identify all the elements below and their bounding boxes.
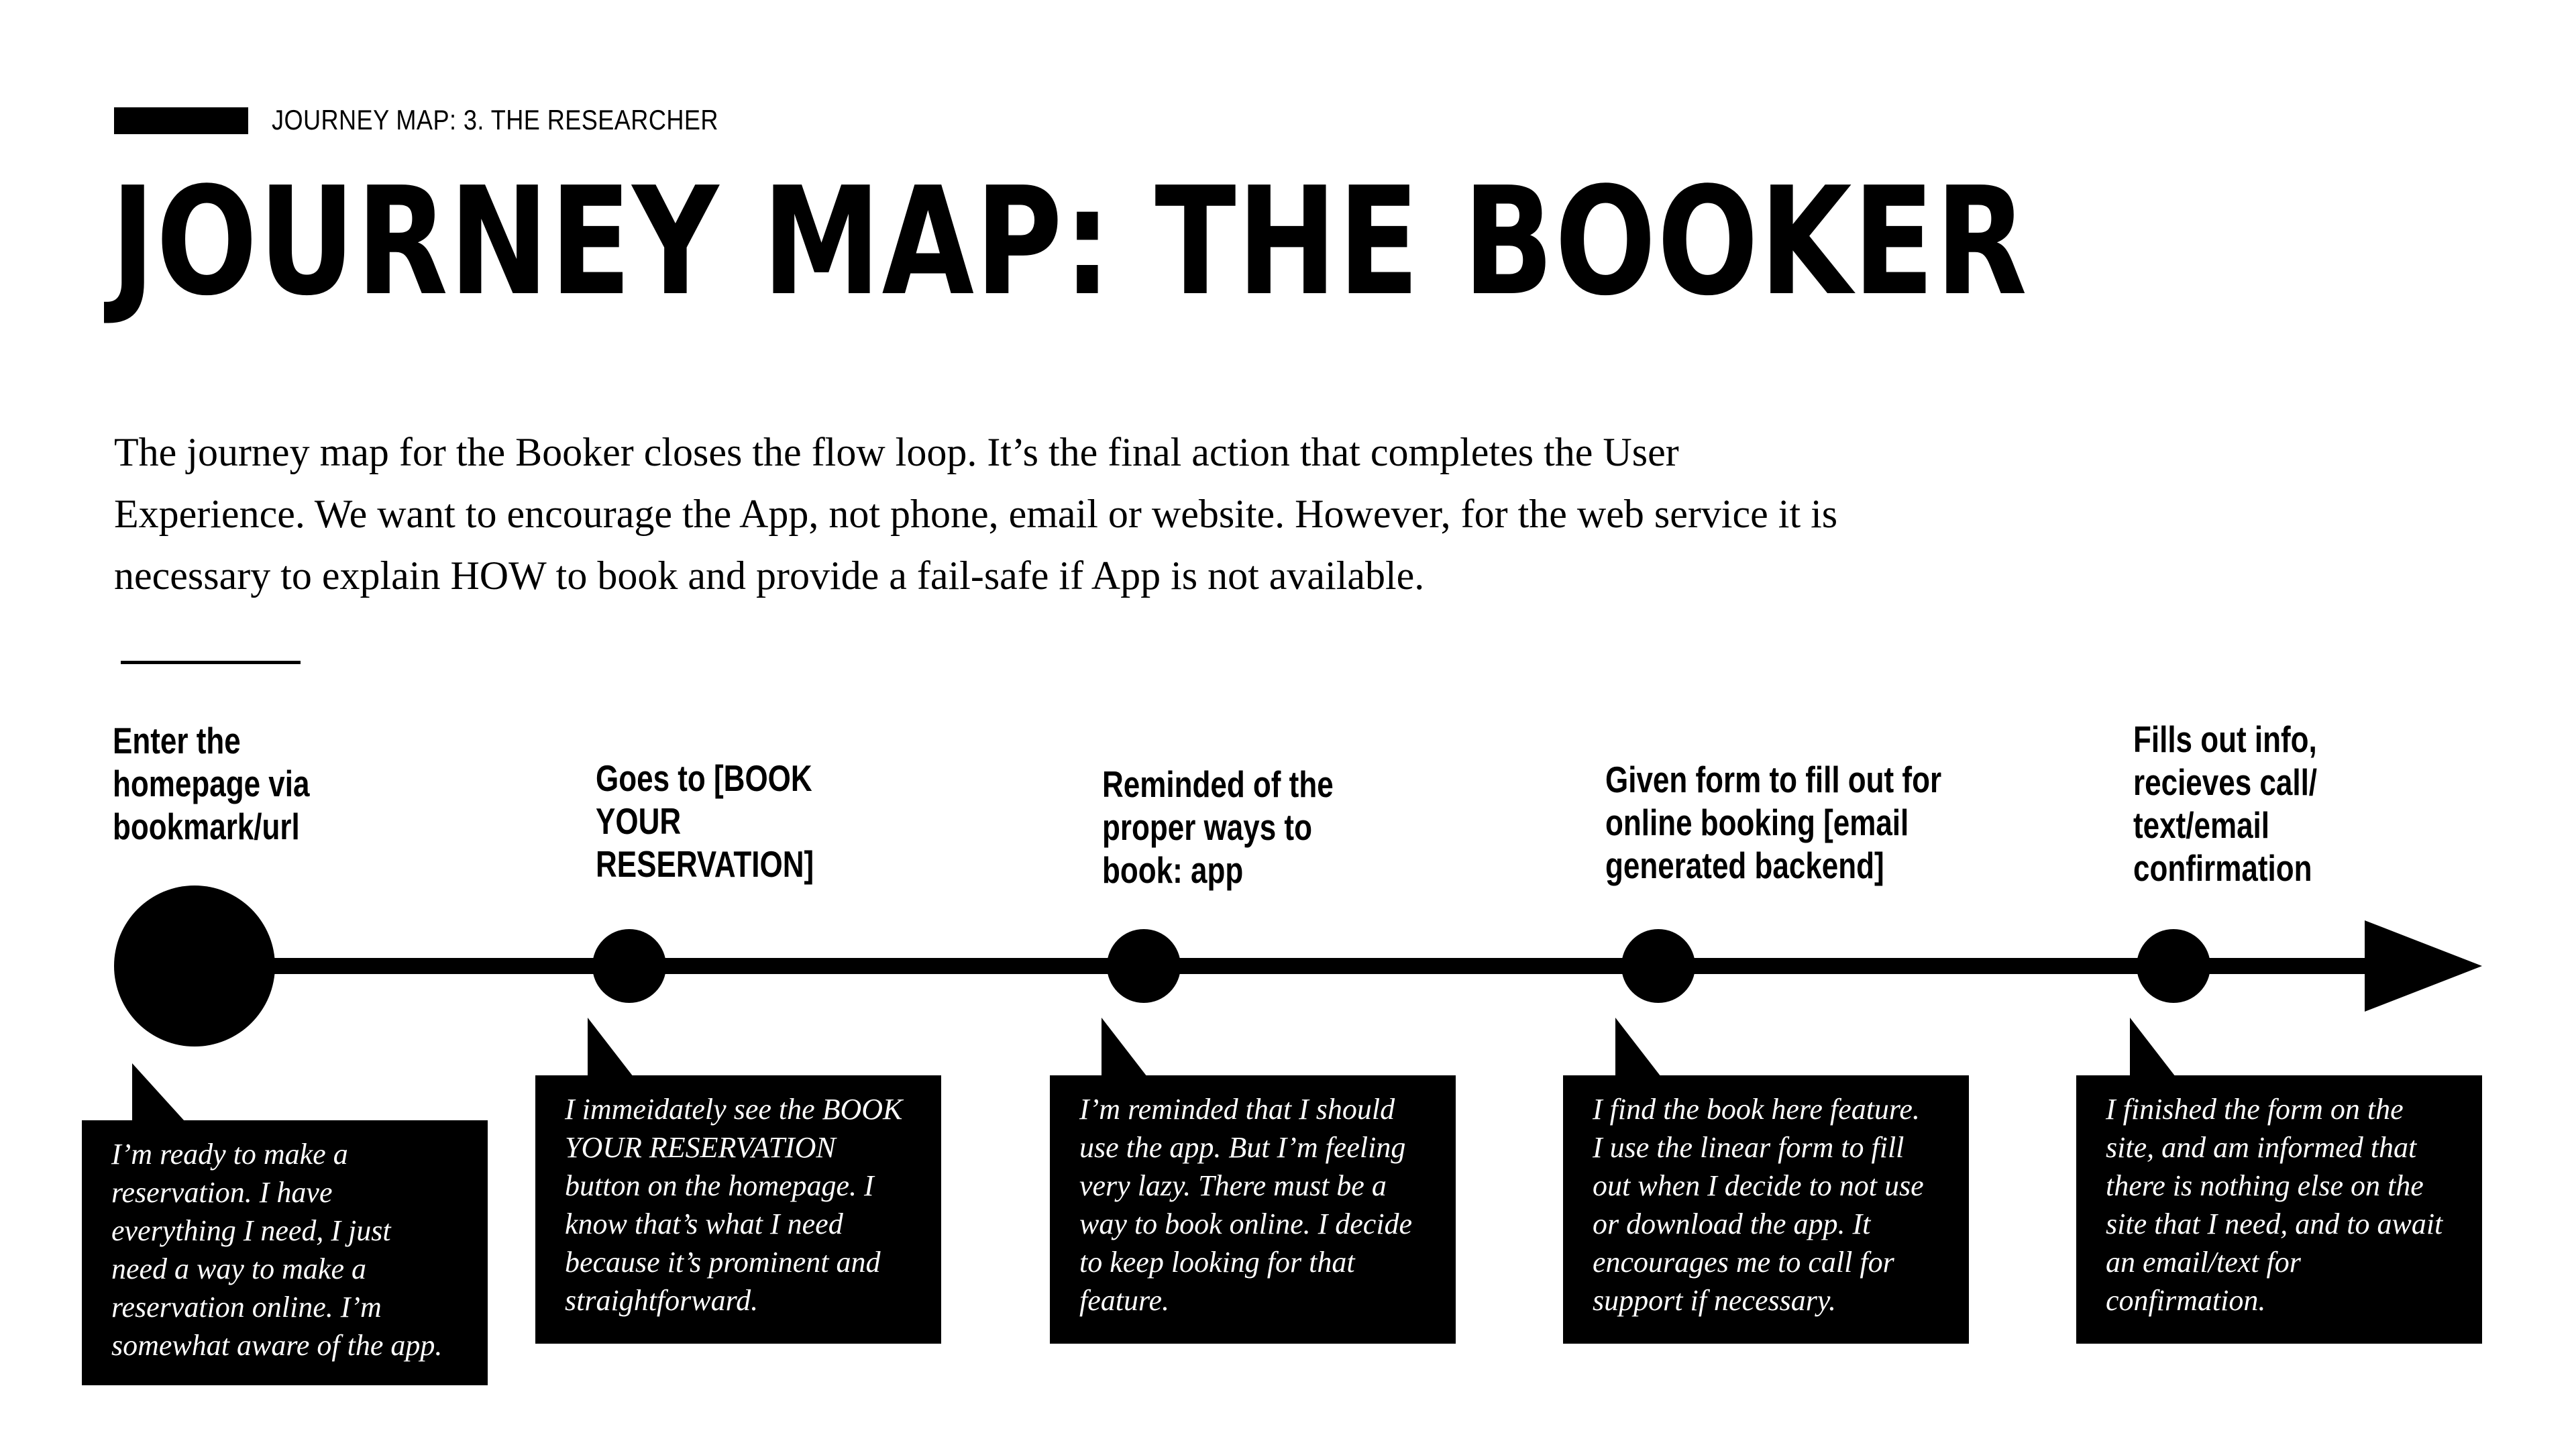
quote-line: confirmation. — [2106, 1284, 2266, 1317]
stage-label-3: Reminded of the proper ways to book: app — [1102, 763, 1334, 892]
quote-line: very lazy. There must be a — [1079, 1169, 1387, 1202]
callout-tail — [1102, 1018, 1147, 1077]
stage-label-2: Goes to [BOOK YOUR RESERVATION] — [596, 757, 814, 885]
quote-box-5: I finished the form on the site, and am … — [2076, 1075, 2482, 1344]
stage-label-line: Fills out info, — [2133, 718, 2317, 760]
stage-label-line: YOUR — [596, 800, 682, 842]
quote-line: out when I decide to not use — [1593, 1169, 1924, 1202]
quote-box-3: I’m reminded that I should use the app. … — [1050, 1075, 1456, 1344]
stage-label-line: recieves call/ — [2133, 761, 2318, 803]
stage-label-line: generated backend] — [1605, 845, 1884, 886]
quote-line: I’m ready to make a — [111, 1138, 348, 1171]
quote-line: because it’s prominent and — [565, 1246, 881, 1279]
quote-line: somewhat aware of the app. — [111, 1329, 443, 1362]
stage-label-line: online booking [email — [1605, 802, 1909, 843]
quote-line: straightforward. — [565, 1284, 759, 1317]
stage-label-line: Given form to fill out for — [1605, 759, 1942, 800]
page-title: JOURNEY MAP: THE BOOKER — [111, 156, 2029, 329]
callout-tail — [588, 1018, 633, 1077]
quote-line: reservation. I have — [111, 1176, 333, 1209]
quote-line: use the app. But I’m feeling — [1079, 1131, 1406, 1164]
callout-tail — [1615, 1018, 1661, 1077]
quote-line: site that I need, and to await — [2106, 1208, 2443, 1240]
stage-label-line: confirmation — [2133, 847, 2312, 889]
quote-line: or download the app. It — [1593, 1208, 1871, 1240]
timeline-line — [255, 958, 2375, 974]
stage-label-line: Goes to [BOOK — [596, 757, 812, 799]
section-kicker: JOURNEY MAP: 3. THE RESEARCHER — [272, 104, 718, 136]
quote-line: YOUR RESERVATION — [565, 1131, 836, 1164]
quote-line: an email/text for — [2106, 1246, 2301, 1279]
intro-line: Experience. We want to encourage the App… — [114, 492, 1838, 536]
quote-line: reservation online. I’m — [111, 1291, 382, 1324]
quote-line: feature. — [1079, 1284, 1169, 1317]
stage-label-line: proper ways to — [1102, 806, 1312, 848]
quote-box-4: I find the book here feature. I use the … — [1563, 1075, 1969, 1344]
intro-paragraph: The journey map for the Booker closes th… — [114, 421, 2261, 606]
timeline-node-5 — [2137, 929, 2210, 1003]
timeline-node-4 — [1621, 929, 1695, 1003]
quote-line: I immeidately see the BOOK — [565, 1093, 903, 1126]
stage-label-line: RESERVATION] — [596, 843, 814, 885]
stage-label-line: Reminded of the — [1102, 763, 1334, 805]
intro-divider — [121, 661, 301, 664]
quote-line: encourages me to call for — [1593, 1246, 1894, 1279]
stage-label-line: bookmark/url — [113, 806, 300, 847]
quote-line: support if necessary. — [1593, 1284, 1836, 1317]
quote-line: way to book online. I decide — [1079, 1208, 1413, 1240]
stage-label-line: book: app — [1102, 849, 1244, 891]
quote-line: I’m reminded that I should — [1079, 1093, 1395, 1126]
timeline-node-1 — [114, 885, 275, 1046]
timeline-node-3 — [1107, 929, 1181, 1003]
stage-label-5: Fills out info, recieves call/ text/emai… — [2133, 718, 2317, 890]
intro-line: The journey map for the Booker closes th… — [114, 430, 1679, 474]
quote-line: I find the book here feature. — [1593, 1093, 1920, 1126]
stage-label-line: Enter the — [113, 720, 241, 761]
callout-tail — [132, 1063, 184, 1121]
quote-line: site, and am informed that — [2106, 1131, 2417, 1164]
quote-box-1: I’m ready to make a reservation. I have … — [82, 1120, 488, 1385]
stage-label-1: Enter the homepage via bookmark/url — [113, 719, 309, 848]
quote-line: need a way to make a — [111, 1252, 366, 1285]
timeline-arrowhead — [2365, 920, 2482, 1012]
stage-label-line: text/email — [2133, 804, 2269, 846]
timeline-node-2 — [592, 929, 666, 1003]
quote-line: I finished the form on the — [2106, 1093, 2404, 1126]
quote-line: to keep looking for that — [1079, 1246, 1355, 1279]
quote-box-2: I immeidately see the BOOK YOUR RESERVAT… — [535, 1075, 941, 1344]
quote-line: know that’s what I need — [565, 1208, 843, 1240]
kicker-bar — [114, 107, 248, 134]
quote-line: there is nothing else on the — [2106, 1169, 2424, 1202]
stage-label-4: Given form to fill out for online bookin… — [1605, 758, 1941, 887]
intro-line: necessary to explain HOW to book and pro… — [114, 553, 1425, 598]
callout-tail — [2130, 1018, 2176, 1077]
quote-line: everything I need, I just — [111, 1214, 391, 1247]
quote-line: I use the linear form to fill — [1593, 1131, 1904, 1164]
stage-label-line: homepage via — [113, 763, 310, 804]
quote-line: button on the homepage. I — [565, 1169, 874, 1202]
